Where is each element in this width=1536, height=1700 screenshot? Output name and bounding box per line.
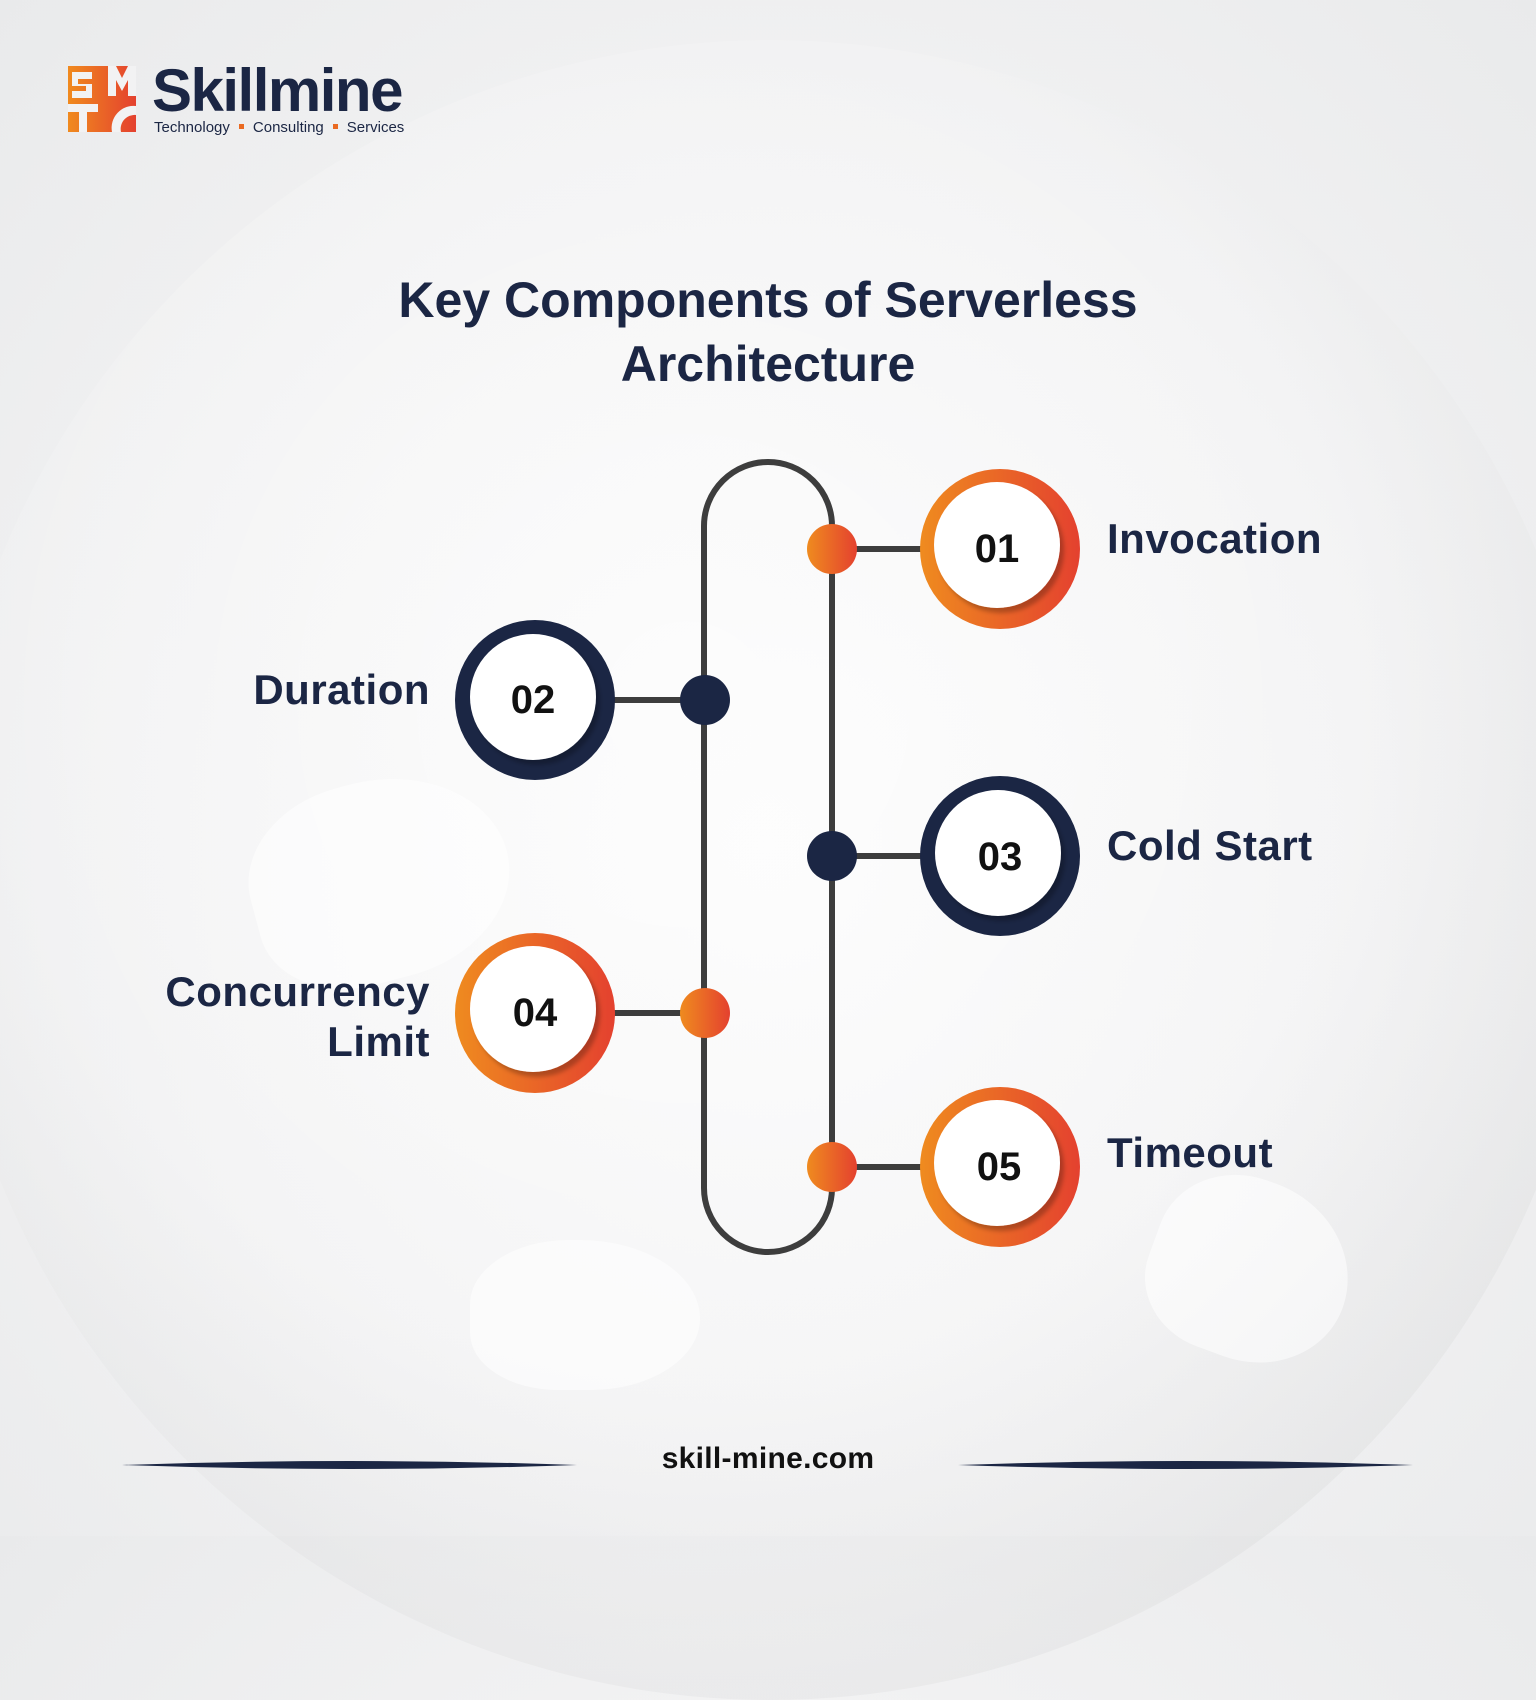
component-label-cold-start: Cold Start <box>1107 822 1313 869</box>
label-line: Limit <box>327 1018 430 1065</box>
number-disc <box>470 946 596 1072</box>
title-line-1: Key Components of Serverless <box>398 272 1138 328</box>
number-disc <box>935 790 1061 916</box>
component-number: 02 <box>511 678 556 722</box>
component-node-05[interactable]: 05 <box>807 1087 1080 1247</box>
number-disc <box>470 634 596 760</box>
component-number: 03 <box>978 835 1023 879</box>
page-title: Key Components of Serverless Architectur… <box>0 268 1536 396</box>
component-node-01[interactable]: 01 <box>807 469 1080 629</box>
label-line: Concurrency <box>165 968 430 1015</box>
footer-divider-left <box>122 1461 577 1469</box>
background-landmass <box>470 1240 700 1390</box>
connector-dot <box>807 524 857 574</box>
component-number: 05 <box>977 1145 1022 1189</box>
component-node-03[interactable]: 03 <box>807 776 1080 936</box>
tagline-item: Consulting <box>252 119 324 136</box>
brand-tagline: Technology Consulting Services <box>154 119 404 136</box>
footer-divider-right <box>958 1461 1413 1469</box>
tagline-separator <box>332 124 338 130</box>
component-number: 04 <box>513 991 558 1035</box>
connector-dot <box>680 988 730 1038</box>
connector-dot <box>680 675 730 725</box>
component-number: 01 <box>975 527 1020 571</box>
skillmine-logo-icon <box>68 66 136 132</box>
footer-website-link[interactable]: skill-mine.com <box>661 1442 875 1475</box>
brand-name: Skillmine <box>152 57 403 124</box>
tagline-item: Technology <box>154 119 230 136</box>
tagline-item: Services <box>346 119 405 136</box>
number-disc <box>934 482 1060 608</box>
title-line-2: Architecture <box>620 336 916 392</box>
component-label-concurrency-limit: Concurrency Limit <box>165 967 430 1067</box>
number-disc <box>934 1100 1060 1226</box>
tagline-separator <box>238 124 244 130</box>
component-label-duration: Duration <box>253 666 430 713</box>
component-label-invocation: Invocation <box>1107 515 1323 562</box>
component-node-02[interactable]: 02 <box>455 620 730 780</box>
components-diagram: 01 02 03 04 05 <box>455 459 1080 1255</box>
component-label-timeout: Timeout <box>1107 1129 1274 1176</box>
connector-dot <box>807 831 857 881</box>
component-node-04[interactable]: 04 <box>455 933 730 1093</box>
connector-dot <box>807 1142 857 1192</box>
